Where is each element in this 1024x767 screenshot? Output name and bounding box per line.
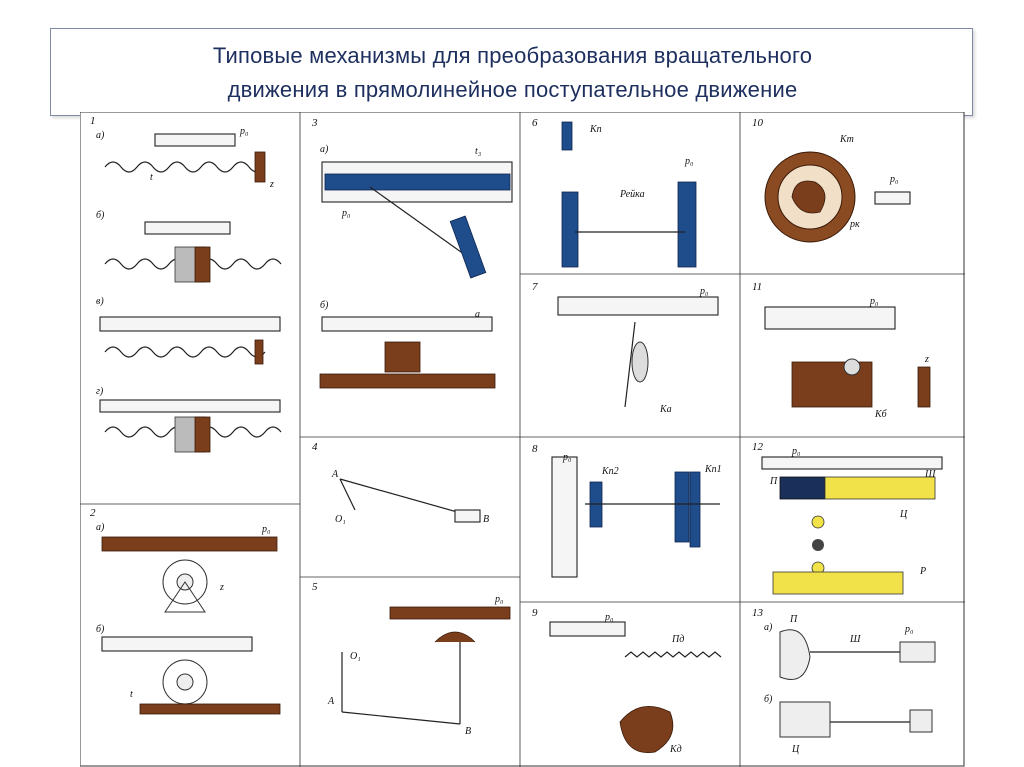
- panel-3-label-t3: t₃: [475, 146, 482, 157]
- panel-6: 6 Кп Рейка р₀: [532, 117, 697, 268]
- panel-2-sub-b: б): [96, 624, 105, 635]
- panel-4-number: 4: [312, 441, 318, 453]
- panel-2-label-t: t: [130, 689, 133, 700]
- title-box: Типовые механизмы для преобразования вра…: [50, 28, 973, 116]
- panel-11-label-z: z: [924, 354, 929, 365]
- panel-3-label-p0: р₀: [341, 208, 351, 219]
- panel-11-label-p0: р₀: [869, 296, 879, 307]
- panel-7-label-Ka: Ка: [659, 404, 672, 415]
- panel-4-label-O1: О₁: [335, 514, 346, 525]
- panel-6-label-Kp: Кп: [589, 124, 602, 135]
- panel-1-label-t: t: [150, 172, 153, 183]
- panel-3-number: 3: [311, 117, 318, 129]
- panel-5: 5 р₀ О₁ А В: [312, 581, 511, 737]
- panel-7-number: 7: [532, 281, 538, 293]
- title-line-1: Типовые механизмы для преобразования вра…: [212, 43, 813, 68]
- panel-9-label-p0: р₀: [604, 612, 614, 623]
- panel-8-label-Kp1: Кп1: [704, 464, 722, 475]
- panel-10-label-pk: рк: [849, 219, 860, 230]
- panel-3-label-p0b: а: [475, 309, 480, 320]
- panel-12-label-Ts: Ц: [899, 509, 908, 520]
- panel-8-number: 8: [532, 443, 538, 455]
- panel-13-label-p0: р₀: [904, 624, 914, 635]
- panel-8-label-p0: р₀: [562, 452, 572, 463]
- panel-3-sub-b: б): [320, 300, 329, 311]
- panel-11-label-Kb: Кб: [874, 409, 888, 420]
- panel-6-label-p0: р₀: [684, 156, 694, 167]
- panel-13-label-P: П: [789, 614, 798, 625]
- panel-3: 3 а) р₀ t₃ б) а: [311, 117, 513, 389]
- panel-1: 1 а) р₀ z t б) в) г): [90, 115, 282, 453]
- panel-4-label-B: В: [483, 514, 489, 525]
- panel-12-label-Sh: Ш: [924, 469, 936, 480]
- panel-2: 2 а) р₀ z б) t: [90, 507, 281, 715]
- panel-1-sub-c: в): [96, 296, 104, 307]
- panel-11: 11 р₀ z Кб: [752, 281, 931, 420]
- panel-1-label-p0: р₀: [239, 126, 249, 137]
- panel-12-number: 12: [752, 441, 764, 453]
- panel-7-label-p0: р₀: [699, 286, 709, 297]
- panel-2-number: 2: [90, 507, 96, 519]
- panel-5-label-O1: О₁: [350, 651, 361, 662]
- panel-13-sub-a: а): [764, 622, 773, 633]
- panel-10: 10 Кт р₀ рк: [752, 117, 911, 243]
- panel-1-sub-a: а): [96, 130, 105, 141]
- panel-13-label-Ts: Ц: [791, 744, 800, 755]
- panel-5-label-p0: р₀: [494, 594, 504, 605]
- panel-10-label-p0: р₀: [889, 174, 899, 185]
- panel-10-label-Kt: Кт: [839, 134, 854, 145]
- panel-12-label-P: П: [769, 476, 778, 487]
- panel-9: 9 р₀ Пд Кд: [532, 607, 722, 755]
- panel-11-number: 11: [752, 281, 762, 293]
- panel-12-label-R: Р: [919, 566, 926, 577]
- panel-6-number: 6: [532, 117, 538, 129]
- panel-4-label-A: А: [331, 469, 339, 480]
- panel-4: 4 А О₁ В: [312, 441, 489, 525]
- panel-7: 7 р₀ Ка: [532, 281, 719, 415]
- panel-5-number: 5: [312, 581, 318, 593]
- panel-12-label-p0: р₀: [791, 446, 801, 457]
- panel-12: 12 р₀ П Ш Ц Р: [752, 441, 943, 595]
- panel-9-label-Pd: Пд: [671, 634, 684, 645]
- panel-9-number: 9: [532, 607, 538, 619]
- panel-13-number: 13: [752, 607, 764, 619]
- panel-10-number: 10: [752, 117, 764, 129]
- panel-2-label-p0: р₀: [261, 524, 271, 535]
- panel-1-number: 1: [90, 115, 96, 127]
- title-line-2: движения в прямолинейное поступательное …: [227, 77, 798, 102]
- panel-1-sub-d: г): [96, 386, 104, 397]
- panel-1-sub-b: б): [96, 210, 105, 221]
- panel-8-label-Kp2: Кп2: [601, 466, 619, 477]
- panel-9-label-Kd: Кд: [669, 744, 682, 755]
- panel-13-sub-b: б): [764, 694, 773, 705]
- panel-1-label-z: z: [269, 179, 274, 190]
- panel-8: 8 р₀ Кп2 Кп1: [532, 443, 722, 578]
- panel-13: 13 а) П Ш р₀ б) Ц: [752, 607, 936, 755]
- panel-2-sub-a: а): [96, 522, 105, 533]
- panel-13-label-Sh: Ш: [849, 634, 861, 645]
- panel-3-sub-a: а): [320, 144, 329, 155]
- panel-2-label-z: z: [219, 582, 224, 593]
- panel-5-label-B: В: [465, 726, 471, 737]
- mechanisms-diagram: 1 а) р₀ z t б) в) г) 2 а) р₀ z б): [80, 112, 965, 767]
- panel-6-label-rack: Рейка: [619, 189, 645, 200]
- panel-5-label-A: А: [327, 696, 335, 707]
